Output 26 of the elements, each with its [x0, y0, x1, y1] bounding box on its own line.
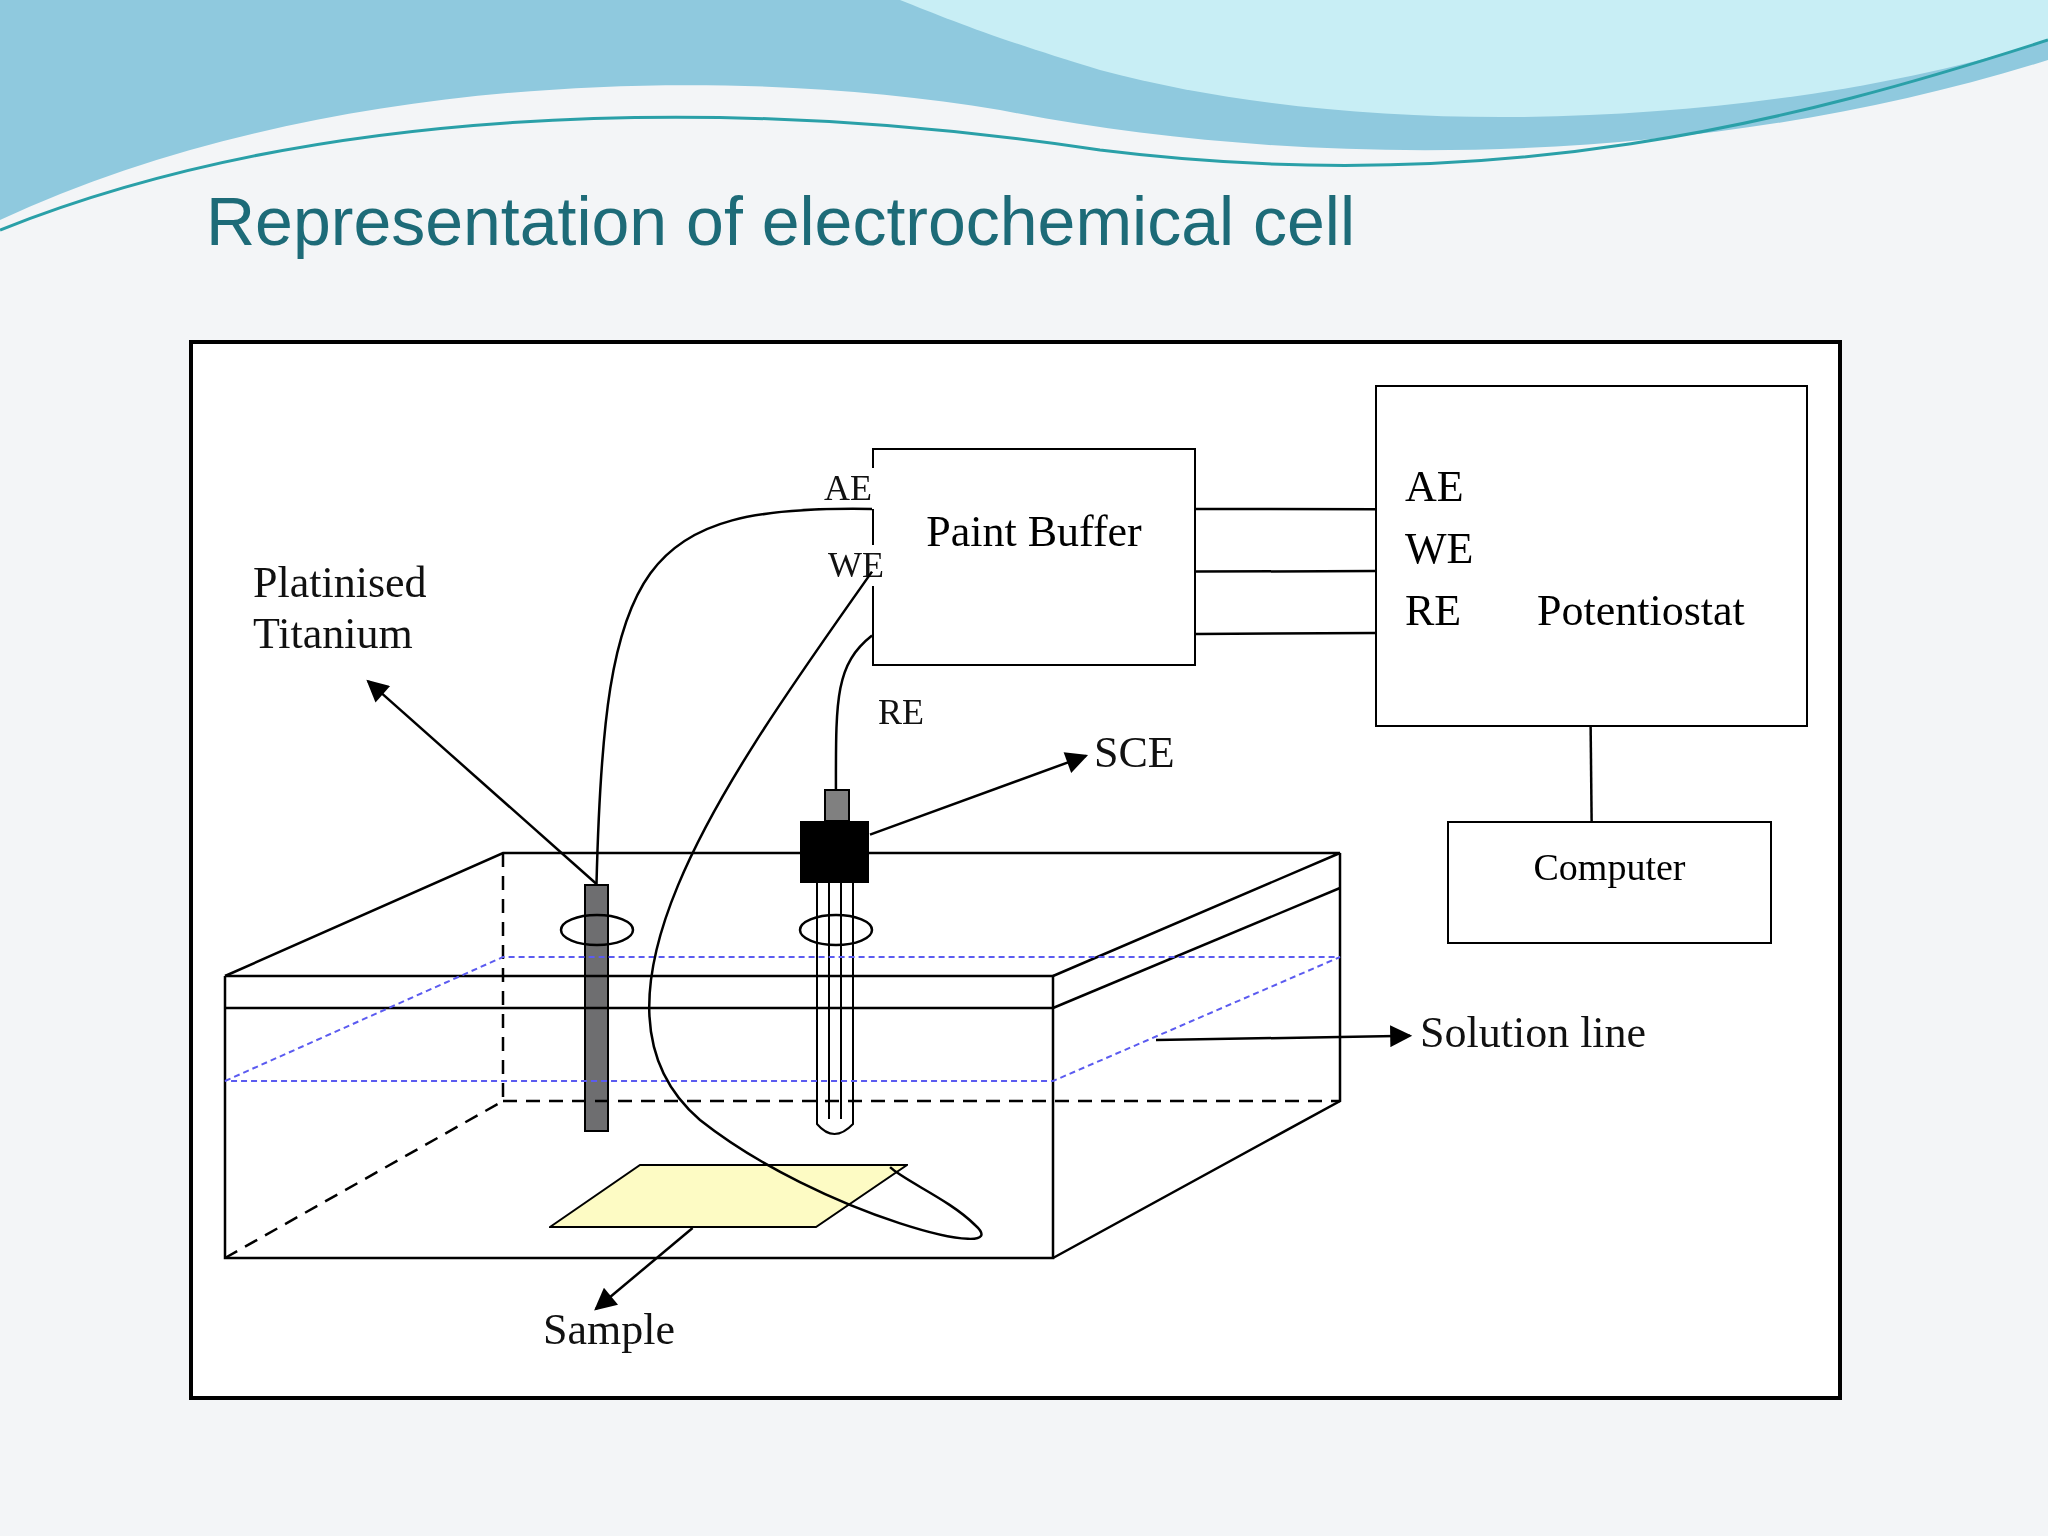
edge-label: AE: [822, 468, 874, 510]
electrode-rod: [584, 884, 609, 1132]
leader-arrow: [366, 679, 598, 885]
connecting-wire: [1196, 631, 1375, 636]
electrode-wire: [834, 634, 873, 789]
terminal-label: RE: [1405, 585, 1462, 636]
electrode-wire: [648, 570, 981, 1240]
leader-arrow: [594, 1227, 694, 1311]
instrument-box: [1375, 385, 1808, 727]
connecting-wire: [1196, 507, 1375, 511]
part-label: Solution line: [1420, 1008, 1647, 1059]
leader-arrow: [1155, 1025, 1413, 1048]
part-label: Sample: [543, 1305, 675, 1356]
connecting-wire: [1196, 569, 1375, 573]
terminal-label: WE: [1405, 523, 1474, 574]
part-label: Platinised Titanium: [253, 558, 483, 660]
slide-title: Representation of electrochemical cell: [206, 182, 1356, 260]
connecting-wire: [1589, 727, 1593, 821]
terminal-label: AE: [1405, 461, 1464, 512]
computer-box: Computer: [1447, 821, 1772, 944]
electrode-wire: [595, 507, 872, 885]
part-label: SCE: [1094, 728, 1175, 779]
instrument-label: Potentiostat: [1537, 585, 1745, 636]
leader-arrow: [869, 752, 1089, 836]
sample-plate: [549, 1164, 908, 1228]
edge-label: WE: [826, 545, 886, 587]
